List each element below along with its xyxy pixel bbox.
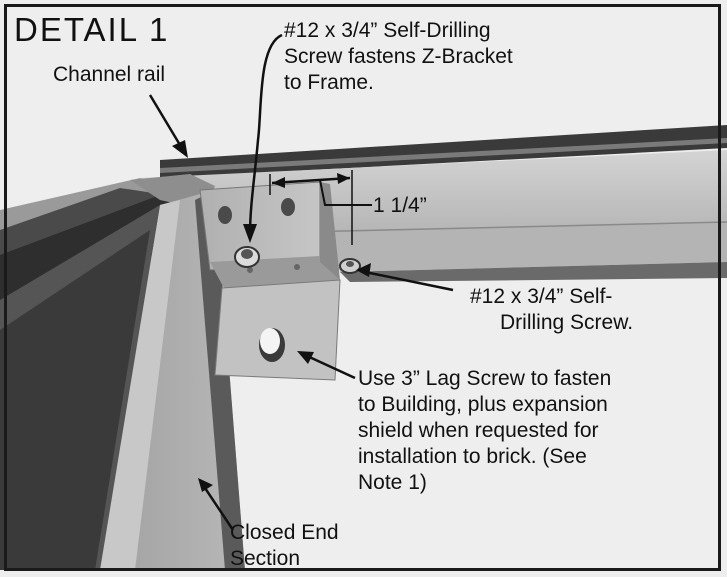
- leader-channel-rail: [148, 94, 185, 151]
- label-lag-screw-line-2: to Building, plus expansion: [358, 393, 608, 416]
- label-lag-screw-line-5: Note 1): [358, 471, 427, 494]
- arrowheads: [172, 140, 371, 492]
- label-side-screw-line-1: #12 x 3/4” Self-: [470, 285, 613, 308]
- leader-lines: [148, 33, 454, 531]
- label-closed-end: Closed End Section: [230, 520, 339, 572]
- label-side-screw: #12 x 3/4” Self- Drilling Screw.: [470, 284, 633, 336]
- label-channel-rail: Channel rail: [53, 63, 166, 86]
- label-lag-screw-line-4: installation to brick. (See: [358, 445, 587, 468]
- leader-side-screw: [364, 270, 454, 292]
- dimension-marker: [269, 170, 372, 245]
- z-bracket: [199, 181, 341, 381]
- side-self-drilling-screw: [339, 258, 361, 274]
- leader-closed-end: [201, 484, 235, 531]
- label-top-screw-line-2: Screw fastens Z-Bracket: [284, 45, 513, 68]
- label-top-screw-line-1: #12 x 3/4” Self-Drilling: [284, 19, 491, 42]
- label-side-screw-line-2: Drilling Screw.: [500, 311, 634, 334]
- label-dimension: 1 1/4”: [373, 194, 427, 217]
- leader-lag-screw: [304, 353, 356, 380]
- leader-top-screw: [248, 33, 283, 236]
- label-lag-screw-line-3: shield when requested for: [358, 419, 599, 442]
- label-lag-screw-line-1: Use 3” Lag Screw to fasten: [358, 367, 612, 390]
- label-top-screw-line-3: to Frame.: [284, 71, 374, 94]
- channel-rail: [140, 125, 727, 282]
- label-lag-screw: Use 3” Lag Screw to fasten to Building, …: [358, 366, 611, 496]
- label-closed-end-line-1: Closed End: [230, 521, 339, 544]
- detail-title: DETAIL 1: [14, 11, 170, 48]
- label-closed-end-line-2: Section: [230, 547, 301, 570]
- closed-end-section: [0, 174, 245, 570]
- top-self-drilling-screw: [234, 246, 260, 268]
- label-top-screw: #12 x 3/4” Self-Drilling Screw fastens Z…: [284, 18, 513, 96]
